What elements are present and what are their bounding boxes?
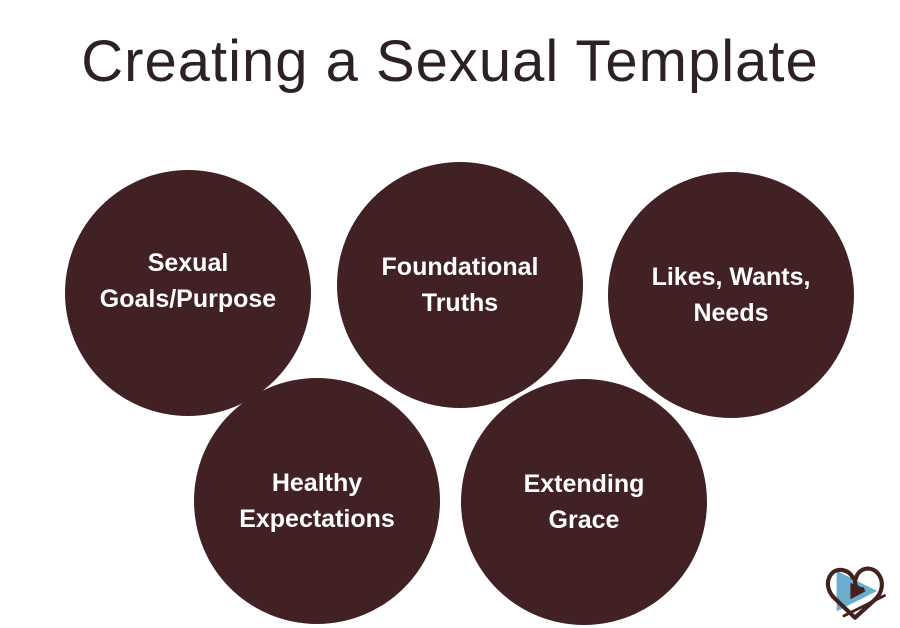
circle-label-line: Foundational bbox=[381, 252, 539, 281]
circle-sexual-goals-purpose: Sexual Goals/Purpose bbox=[65, 170, 311, 416]
circle-label: Foundational Truths bbox=[337, 249, 583, 322]
circle-label-line: Expectations bbox=[239, 505, 395, 533]
circle-label-line: Needs bbox=[693, 299, 769, 327]
circle-likes-wants-needs: Likes, Wants, Needs bbox=[608, 172, 854, 418]
circle-label-line: Healthy bbox=[271, 468, 363, 497]
circle-healthy-expectations: Healthy Expectations bbox=[194, 378, 440, 624]
circle-label: Sexual Goals/Purpose bbox=[65, 245, 311, 318]
circle-label-line: Likes, Wants, bbox=[651, 262, 811, 291]
circle-label: Extending Grace bbox=[461, 466, 707, 539]
circle-extending-grace: Extending Grace bbox=[461, 379, 707, 625]
heart-play-logo-icon bbox=[825, 566, 886, 620]
circle-label-line: Grace bbox=[548, 506, 620, 534]
circle-label: Healthy Expectations bbox=[194, 465, 440, 538]
circle-label: Likes, Wants, Needs bbox=[608, 259, 854, 332]
circle-label-line: Extending bbox=[523, 469, 645, 498]
circle-label-line: Sexual bbox=[147, 248, 229, 277]
circle-foundational-truths: Foundational Truths bbox=[337, 162, 583, 408]
circle-label-line: Truths bbox=[421, 289, 499, 317]
slide-title: Creating a Sexual Template bbox=[81, 29, 819, 94]
circle-label-line: Goals/Purpose bbox=[99, 285, 277, 313]
